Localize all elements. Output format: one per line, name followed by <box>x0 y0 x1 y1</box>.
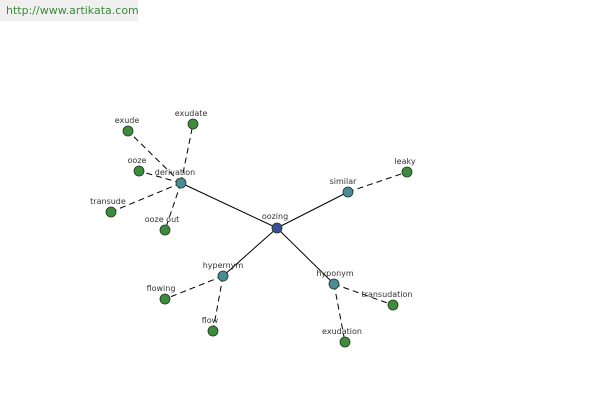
edge-derivation-ooze <box>138 170 182 184</box>
node-label-hyponym: hyponym <box>316 269 354 278</box>
edge-derivation-ooze-out <box>164 182 182 231</box>
relation-node-derivation[interactable] <box>175 177 187 189</box>
word-node-leaky[interactable] <box>401 166 413 178</box>
node-label-exude: exude <box>115 116 140 125</box>
graph-labels: derivation exude exudate ooze transude ooze o… <box>90 109 416 336</box>
edge-derivation-exude <box>127 130 182 184</box>
word-node-ooze-out[interactable] <box>159 224 171 236</box>
edge-oozing-hyponym <box>276 227 335 285</box>
word-node-exudate[interactable] <box>187 118 199 130</box>
word-node-transudation[interactable] <box>387 299 399 311</box>
edge-hyponym-transudation <box>333 283 394 306</box>
edge-hypernym-flowing <box>164 275 224 300</box>
graph-edges <box>110 123 408 343</box>
node-label-flow: flow <box>202 316 219 325</box>
word-node-transude[interactable] <box>105 206 117 218</box>
source-url-link[interactable]: http://www.artikata.com <box>0 0 139 21</box>
node-label-similar: similar <box>330 177 358 186</box>
node-label-transude: transude <box>90 197 126 206</box>
node-label-leaky: leaky <box>394 157 415 166</box>
edge-oozing-hypernym <box>222 227 278 277</box>
word-node-exudation[interactable] <box>339 336 351 348</box>
edge-oozing-similar <box>276 191 349 229</box>
word-node-ooze[interactable] <box>133 165 145 177</box>
edge-similar-leaky <box>347 171 408 193</box>
relation-node-hypernym[interactable] <box>217 270 229 282</box>
center-node-oozing[interactable] <box>271 222 283 234</box>
edge-derivation-transude <box>110 182 182 213</box>
graph-nodes <box>105 118 413 348</box>
word-node-exude[interactable] <box>122 125 134 137</box>
node-label-ooze-out: ooze out <box>145 215 180 224</box>
edge-oozing-derivation <box>180 182 278 229</box>
relation-node-hyponym[interactable] <box>328 278 340 290</box>
node-label-ooze: ooze <box>128 156 147 165</box>
word-node-flow[interactable] <box>207 325 219 337</box>
node-label-exudation: exudation <box>322 327 362 336</box>
node-label-hypernym: hypernym <box>203 261 244 270</box>
edge-derivation-exudate <box>180 123 194 184</box>
node-label-flowing: flowing <box>147 284 176 293</box>
word-node-flowing[interactable] <box>159 293 171 305</box>
node-label-exudate: exudate <box>175 109 208 118</box>
node-label-oozing: oozing <box>262 212 288 221</box>
node-label-transudation: transudation <box>362 290 413 299</box>
relation-node-similar[interactable] <box>342 186 354 198</box>
node-label-derivation: derivation <box>155 168 195 177</box>
